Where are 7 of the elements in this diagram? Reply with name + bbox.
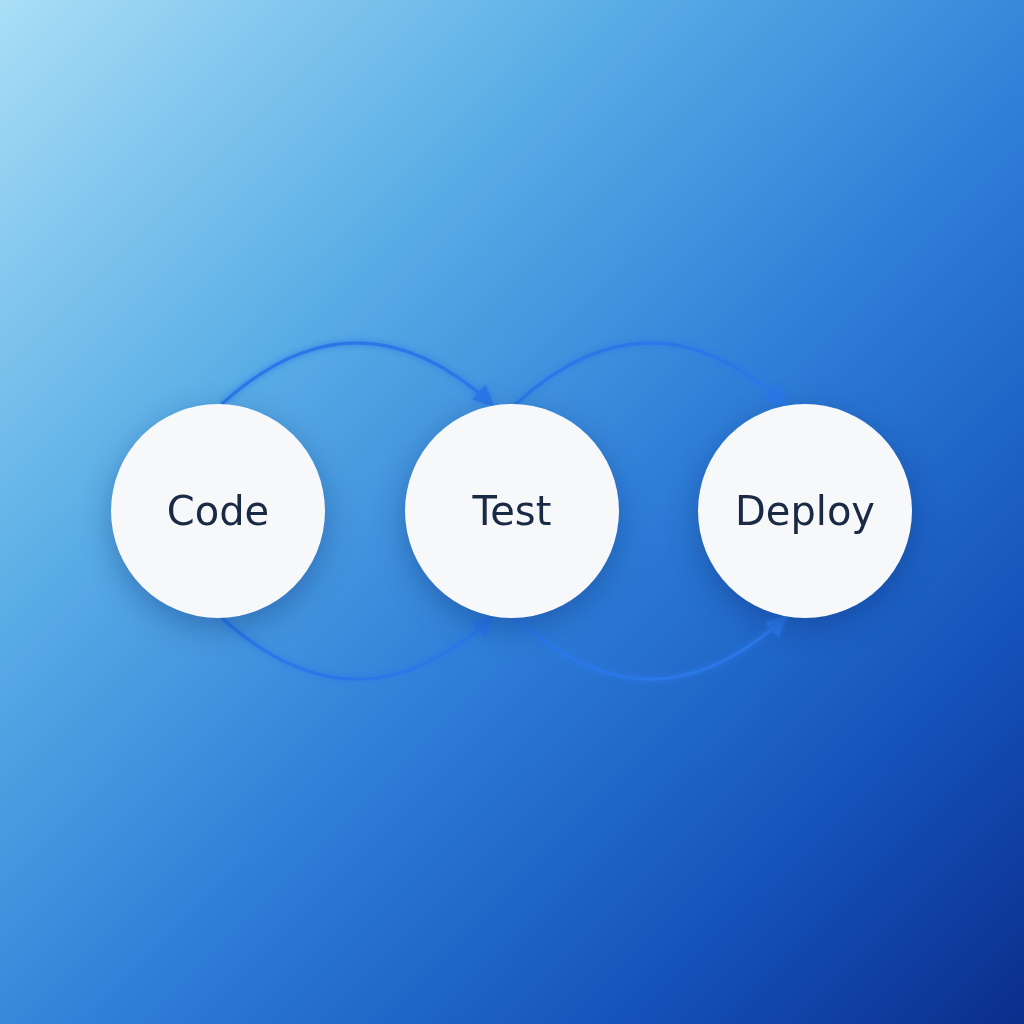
curved-arrow [220, 341, 495, 407]
step-label: Deploy [734, 488, 876, 534]
step-label: Code [166, 488, 270, 534]
curved-arrow [514, 341, 788, 407]
curved-arrow [514, 615, 788, 681]
curved-arrow [220, 615, 495, 681]
step-label: Test [472, 488, 552, 534]
